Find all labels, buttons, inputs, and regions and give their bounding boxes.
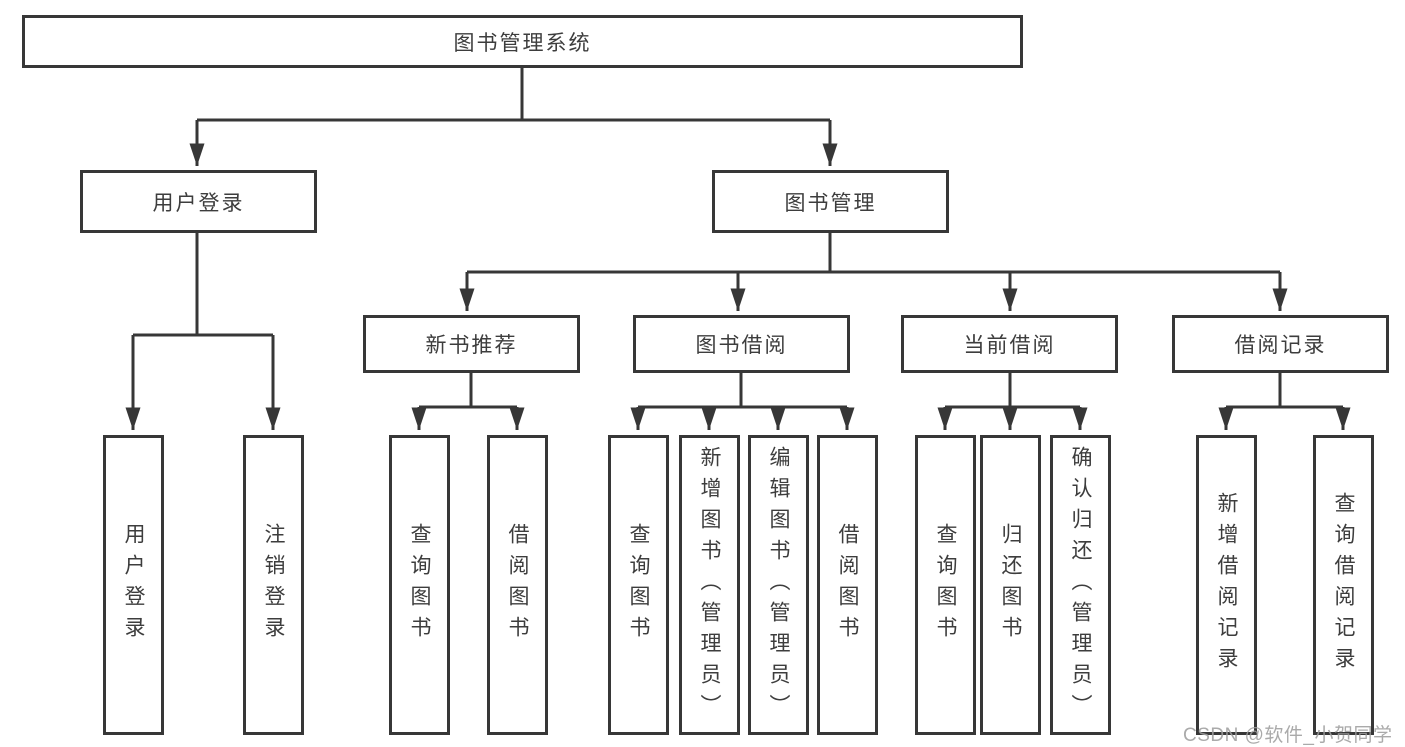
node-root-label: 图书管理系统	[453, 31, 592, 55]
leaf-records-add-record: 新增借阅记录	[1196, 435, 1257, 735]
leaf-borrow-add-books-admin: 新增图书（管理员）	[679, 435, 740, 735]
leaf-borrow-add-books-admin-label: 新增图书（管理员）	[698, 445, 721, 725]
node-new-book-recommend-label: 新书推荐	[425, 334, 518, 357]
leaf-borrow-query-books-label: 查询图书	[627, 523, 650, 647]
node-user-login: 用户登录	[80, 170, 317, 233]
node-current-borrow-label: 当前借阅	[963, 334, 1056, 357]
csdn-watermark: CSDN @软件_小贺同学	[1183, 725, 1393, 746]
leaf-borrow-query-books: 查询图书	[608, 435, 669, 735]
leaf-current-return-books: 归还图书	[980, 435, 1041, 735]
leaf-current-return-books-label: 归还图书	[999, 523, 1022, 647]
leaf-borrow-edit-books-admin-label: 编辑图书（管理员）	[767, 445, 790, 725]
leaf-records-query-record: 查询借阅记录	[1313, 435, 1374, 735]
node-borrow-records-label: 借阅记录	[1234, 334, 1327, 357]
leaf-logout: 注销登录	[243, 435, 304, 735]
node-borrow-records: 借阅记录	[1172, 315, 1389, 373]
leaf-user-login: 用户登录	[103, 435, 164, 735]
leaf-newbook-query-books: 查询图书	[389, 435, 450, 735]
node-root: 图书管理系统	[22, 15, 1023, 68]
leaf-records-query-record-label: 查询借阅记录	[1332, 492, 1355, 678]
leaf-user-login-label: 用户登录	[122, 523, 145, 647]
leaf-borrow-edit-books-admin: 编辑图书（管理员）	[748, 435, 809, 735]
leaf-current-query-books-label: 查询图书	[934, 523, 957, 647]
leaf-current-query-books: 查询图书	[915, 435, 976, 735]
node-book-borrow-label: 图书借阅	[695, 334, 788, 357]
node-book-borrow: 图书借阅	[633, 315, 850, 373]
node-new-book-recommend: 新书推荐	[363, 315, 580, 373]
node-user-login-label: 用户登录	[152, 191, 245, 215]
node-book-management-label: 图书管理	[784, 191, 877, 215]
leaf-current-confirm-return-admin-label: 确认归还（管理员）	[1069, 445, 1092, 725]
leaf-newbook-query-books-label: 查询图书	[408, 523, 431, 647]
leaf-current-confirm-return-admin: 确认归还（管理员）	[1050, 435, 1111, 735]
node-book-management: 图书管理	[712, 170, 949, 233]
node-current-borrow: 当前借阅	[901, 315, 1118, 373]
leaf-newbook-borrow-books: 借阅图书	[487, 435, 548, 735]
leaf-borrow-borrow-books-label: 借阅图书	[836, 523, 859, 647]
leaf-borrow-borrow-books: 借阅图书	[817, 435, 878, 735]
leaf-logout-label: 注销登录	[262, 523, 285, 647]
leaf-records-add-record-label: 新增借阅记录	[1215, 492, 1238, 678]
leaf-newbook-borrow-books-label: 借阅图书	[506, 523, 529, 647]
